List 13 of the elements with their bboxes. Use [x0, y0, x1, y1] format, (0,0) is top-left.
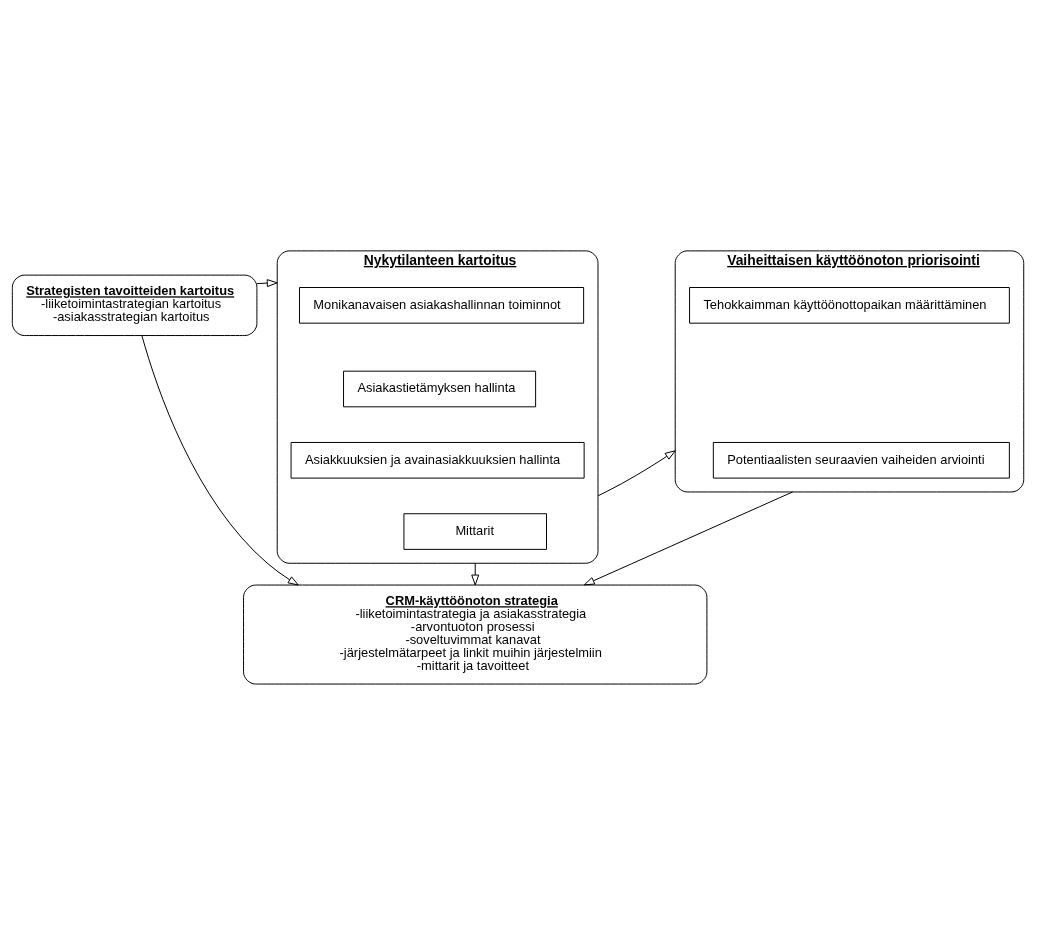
node-box: Mittarit	[403, 513, 547, 550]
node-box: Asiakkuuksien ja avainasiakkuuksien hallinta	[290, 441, 585, 479]
node-box: CRM-käyttöönoton strategia -liiketoimintastrategia ja asiakasstrategia -arvontuoton prosessi -soveltuvimmat kanavat -järjestelmätarpeet ja linkit muihin järjestelmiin -mittarit ja tavoitteet	[243, 584, 708, 685]
arrow	[141, 335, 299, 586]
arrow	[583, 491, 794, 586]
arrow	[597, 450, 676, 497]
node-box: Potentiaalisten seuraavien vaiheiden arviointi	[712, 441, 1010, 479]
node-box: Tehokkaimman käyttöönottopaikan määrittäminen	[689, 287, 1010, 324]
arrow	[471, 562, 480, 586]
node-box: Strategisten tavoitteiden kartoitus -liiketoimintastrategian kartoitus -asiakasstrategian kartoitus	[11, 274, 258, 337]
node-box: Asiakastietämyksen hallinta	[343, 370, 537, 408]
arrow	[256, 279, 278, 288]
node-box: Monikanavaisen asiakashallinnan toiminnot	[299, 287, 585, 324]
